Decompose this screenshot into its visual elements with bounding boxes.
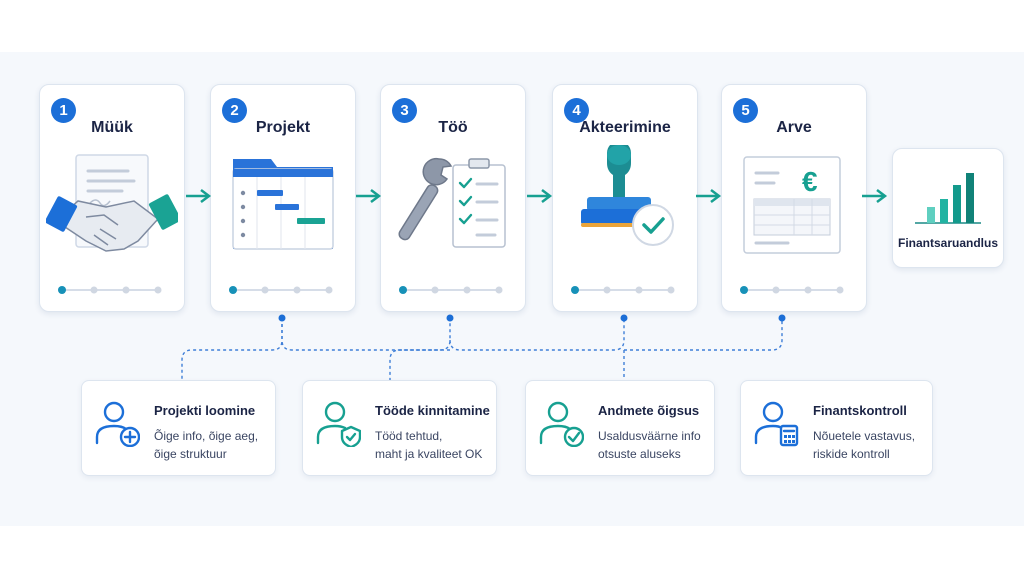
control-description-line: maht ja kvaliteet OK <box>375 447 483 461</box>
user-calculator-icon <box>754 401 799 447</box>
step-title: Töö <box>438 119 468 136</box>
step-title: Arve <box>776 119 812 136</box>
arrow-right-icon <box>696 189 722 203</box>
control-description-line: Usaldusväärne info <box>598 429 701 443</box>
control-title: Tööde kinnitamine <box>375 403 490 418</box>
control-description-line: Tööd tehtud, <box>375 429 443 443</box>
user-check-icon <box>539 401 584 447</box>
step-number-badge: 4 <box>564 98 589 123</box>
user-plus-icon <box>95 401 140 447</box>
arrow-right-icon <box>356 189 382 203</box>
step-number-badge: 2 <box>222 98 247 123</box>
step-card-1[interactable]: 1 Müük <box>39 84 185 312</box>
handshake-contract-icon <box>46 154 178 252</box>
step-card-2[interactable]: 2 Projekt <box>210 84 356 312</box>
progress-dots <box>740 286 844 294</box>
control-card-project-creation[interactable]: Projekti loomine Õige info, õige aeg, õi… <box>81 380 276 476</box>
bar-chart-icon <box>915 173 981 224</box>
progress-dots <box>571 286 675 294</box>
step-number-badge: 3 <box>392 98 417 123</box>
control-title: Projekti loomine <box>154 403 256 418</box>
progress-dots <box>399 286 503 294</box>
euro-invoice-icon: € <box>743 156 841 254</box>
financial-reporting-card[interactable]: Finantsaruandlus <box>892 148 1004 268</box>
step-card-5[interactable]: 5 Arve € <box>721 84 867 312</box>
control-description-line: Nõuetele vastavus, <box>813 429 916 443</box>
user-shield-icon <box>316 401 361 447</box>
step-number-badge: 5 <box>733 98 758 123</box>
arrow-right-icon <box>527 189 553 203</box>
control-description-line: riskide kontroll <box>813 447 890 461</box>
control-title: Finantskontroll <box>813 403 907 418</box>
control-description-line: Õige info, õige aeg, <box>154 429 259 443</box>
control-card-data-accuracy[interactable]: Andmete õigsus Usaldusväärne info otsust… <box>525 380 715 476</box>
step-card-4[interactable]: 4 Akteerimine <box>552 84 698 312</box>
final-label: Finantsaruandlus <box>897 236 998 250</box>
control-description: Nõuetele vastavus, riskide kontroll <box>813 427 915 463</box>
control-description-line: otsuste aluseks <box>598 447 681 461</box>
progress-dots <box>58 286 162 294</box>
project-gantt-folder-icon <box>232 159 334 250</box>
control-description-line: õige struktuur <box>154 447 227 461</box>
step-number-badge: 1 <box>51 98 76 123</box>
control-title: Andmete õigsus <box>598 403 700 418</box>
control-card-work-approval[interactable]: Tööde kinnitamine Tööd tehtud, maht ja k… <box>302 380 497 476</box>
arrow-right-icon <box>186 189 212 203</box>
control-description: Usaldusväärne info otsuste aluseks <box>598 427 701 463</box>
svg-text:€: € <box>802 166 818 197</box>
progress-dots <box>229 286 333 294</box>
approval-stamp-icon <box>581 145 674 246</box>
step-title: Akteerimine <box>579 119 671 136</box>
step-title: Projekt <box>255 119 311 136</box>
control-card-financial-control[interactable]: Finantskontroll Nõuetele vastavus, riski… <box>740 380 933 476</box>
arrow-right-icon <box>862 189 888 203</box>
step-card-3[interactable]: 3 Töö <box>380 84 526 312</box>
step-title: Müük <box>91 119 133 136</box>
control-description: Tööd tehtud, maht ja kvaliteet OK <box>375 427 482 463</box>
control-description: Õige info, õige aeg, õige struktuur <box>154 427 258 463</box>
wrench-checklist-icon <box>398 157 506 248</box>
